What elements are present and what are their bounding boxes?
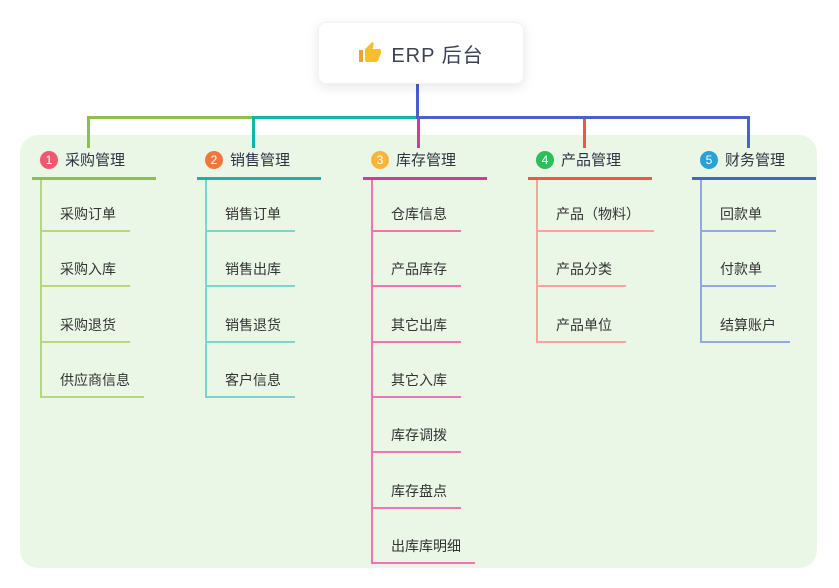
branch-number-badge: 1 — [40, 150, 58, 169]
branch-node[interactable]: 1 采购管理 — [32, 148, 156, 180]
root-node[interactable]: ERP 后台 — [318, 22, 524, 84]
child-node[interactable]: 仓库信息 — [371, 205, 461, 232]
child-node[interactable]: 库存盘点 — [371, 482, 461, 509]
child-node[interactable]: 回款单 — [700, 205, 776, 232]
child-node[interactable]: 出库库明细 — [371, 537, 475, 564]
child-node[interactable]: 采购退货 — [40, 316, 130, 343]
child-node[interactable]: 供应商信息 — [40, 371, 144, 398]
branch-number-badge: 5 — [700, 150, 718, 169]
child-node[interactable]: 采购订单 — [40, 205, 130, 232]
child-node[interactable]: 库存调拨 — [371, 426, 461, 454]
child-node[interactable]: 采购入库 — [40, 260, 130, 288]
branch-node[interactable]: 5 财务管理 — [692, 148, 816, 180]
child-node[interactable]: 产品单位 — [536, 316, 626, 343]
root-label: ERP 后台 — [391, 44, 484, 67]
drop-branch-3 — [417, 119, 420, 148]
children-connector-line — [205, 180, 207, 398]
drop-branch-5 — [747, 116, 750, 148]
rail-branch-1 — [87, 116, 252, 119]
children-connector-line — [40, 180, 42, 398]
children-connector-line — [700, 180, 702, 343]
child-node[interactable]: 付款单 — [700, 260, 776, 288]
drop-branch-2 — [252, 116, 255, 148]
child-node[interactable]: 销售订单 — [205, 205, 295, 232]
branches-panel — [20, 135, 817, 568]
child-node[interactable]: 其它出库 — [371, 316, 461, 343]
branch-label: 采购管理 — [65, 152, 126, 169]
child-node[interactable]: 产品库存 — [371, 260, 461, 288]
child-node[interactable]: 其它入库 — [371, 371, 461, 398]
child-node[interactable]: 结算账户 — [700, 316, 790, 343]
rail-branch-2 — [252, 116, 419, 119]
branch-number-badge: 2 — [205, 150, 223, 169]
branch-label: 销售管理 — [230, 152, 291, 169]
branch-label: 库存管理 — [396, 152, 457, 169]
child-node[interactable]: 产品（物料） — [536, 205, 654, 232]
drop-branch-1 — [87, 116, 90, 148]
root-stem-line — [416, 82, 419, 119]
child-node[interactable]: 销售出库 — [205, 260, 295, 288]
branch-number-badge: 3 — [371, 150, 389, 169]
child-node[interactable]: 产品分类 — [536, 260, 626, 288]
children-connector-line — [371, 180, 373, 564]
child-node[interactable]: 销售退货 — [205, 316, 295, 343]
branch-label: 产品管理 — [561, 152, 622, 169]
children-connector-line — [536, 180, 538, 343]
branch-label: 财务管理 — [725, 152, 786, 169]
branch-node[interactable]: 4 产品管理 — [528, 148, 652, 180]
branch-node[interactable]: 3 库存管理 — [363, 148, 487, 180]
branch-number-badge: 4 — [536, 150, 554, 169]
thumbs-up-icon — [359, 42, 382, 62]
branch-node[interactable]: 2 销售管理 — [197, 148, 321, 180]
child-node[interactable]: 客户信息 — [205, 371, 295, 398]
rail-branch-5 — [416, 116, 750, 119]
drop-branch-4 — [583, 119, 586, 148]
